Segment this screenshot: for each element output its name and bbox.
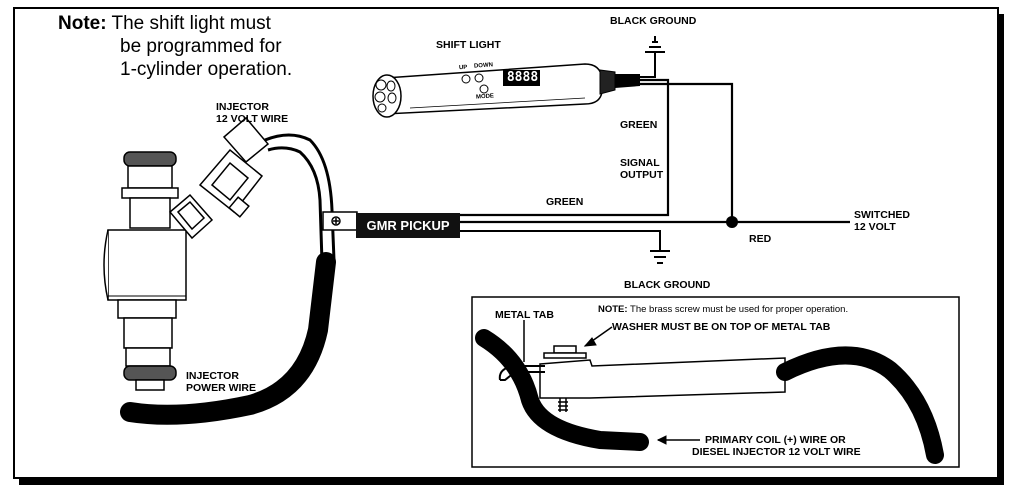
- note-line-2: be programmed for: [120, 36, 282, 57]
- injector-12v-label-line1: INJECTOR: [216, 101, 269, 113]
- red-label: RED: [749, 233, 772, 245]
- washer-label: WASHER MUST BE ON TOP OF METAL TAB: [612, 321, 831, 333]
- black-ground-bottom-label: BLACK GROUND: [624, 279, 711, 291]
- inset-note: NOTE: The brass screw must be used for p…: [598, 304, 848, 315]
- mode-button: [479, 84, 489, 94]
- led-1: [375, 79, 387, 91]
- display-digits: 8888: [506, 70, 539, 85]
- inset-drawing: [475, 320, 944, 464]
- shift-light-wires: [460, 52, 850, 250]
- injector-power-wire: [120, 252, 336, 425]
- gmr-pickup: GMR PICKUP: [356, 213, 460, 238]
- down-button: [474, 73, 484, 83]
- metal-tab-label: METAL TAB: [495, 309, 554, 321]
- signal-output-label-line1: SIGNAL: [620, 157, 660, 169]
- fuel-injector: [103, 151, 214, 391]
- green-vertical-label: GREEN: [620, 119, 658, 131]
- up-label: UP: [458, 64, 468, 72]
- up-button: [461, 74, 471, 84]
- inset-note-prefix: NOTE:: [598, 304, 628, 315]
- black-ground-top-label: BLACK GROUND: [610, 15, 697, 27]
- digital-display: [503, 70, 540, 86]
- junction-dot: [726, 216, 738, 228]
- led-2: [386, 80, 396, 92]
- signal-output-label-line2: OUTPUT: [620, 169, 664, 181]
- injector-power-label-line1: INJECTOR: [186, 370, 239, 382]
- pickup-bracket: [322, 211, 358, 231]
- led-5: [377, 103, 387, 113]
- injector-plug: [198, 116, 270, 218]
- mode-label: MODE: [475, 93, 495, 101]
- switched-label-line2: 12 VOLT: [854, 221, 896, 233]
- programming-note: Note: The shift light must be programmed…: [58, 12, 308, 81]
- switched-label-line1: SWITCHED: [854, 209, 910, 221]
- led-3: [374, 91, 386, 103]
- shift-light-device: [372, 63, 640, 118]
- note-prefix: Note:: [58, 13, 107, 34]
- primary-coil-label-line1: PRIMARY COIL (+) WIRE OR: [705, 434, 846, 446]
- green-horizontal-label: GREEN: [546, 196, 584, 208]
- note-line-1: The shift light must: [111, 13, 271, 34]
- shift-light-label: SHIFT LIGHT: [436, 39, 501, 51]
- ground-symbol-bottom: [650, 250, 670, 264]
- ground-symbol-top: [645, 36, 665, 53]
- primary-coil-label-line2: DIESEL INJECTOR 12 VOLT WIRE: [692, 446, 861, 458]
- injector-12v-label-line2: 12 VOLT WIRE: [216, 113, 289, 125]
- injector-power-label-line2: POWER WIRE: [186, 382, 256, 394]
- led-4: [387, 92, 397, 104]
- note-line-3: 1-cylinder operation.: [120, 59, 293, 80]
- injector-wires: [264, 133, 336, 263]
- inset-note-text: The brass screw must be used for proper …: [630, 304, 849, 315]
